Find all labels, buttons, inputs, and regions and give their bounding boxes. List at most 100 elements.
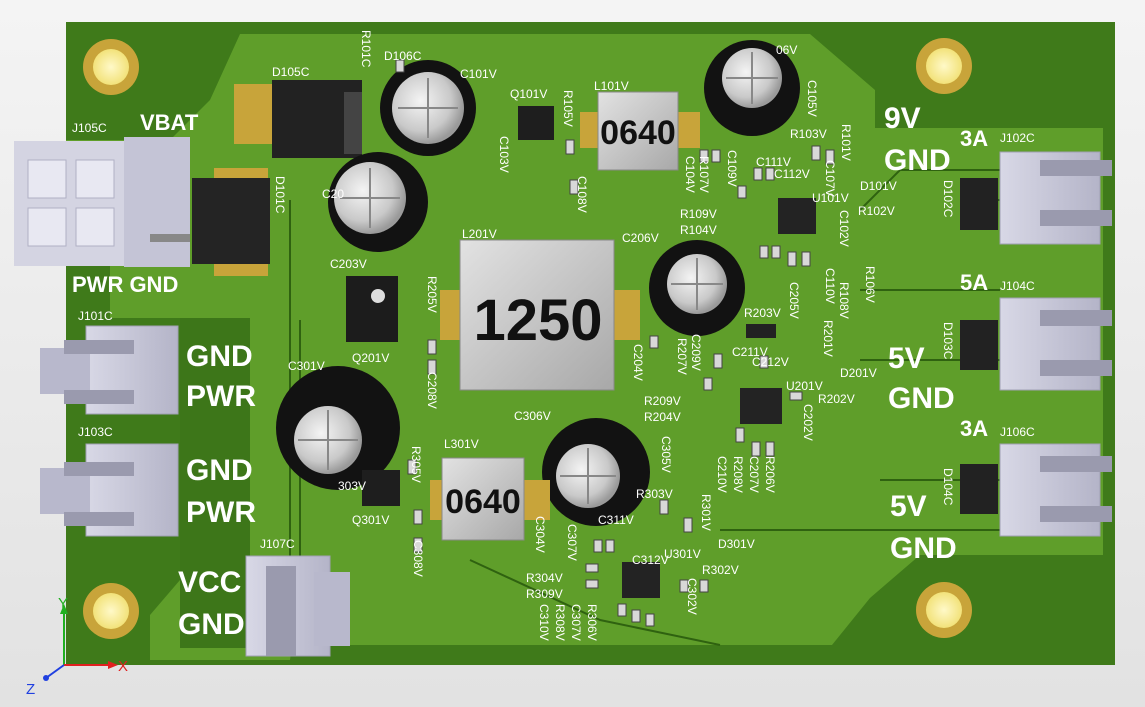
refdes-r101v: R101V [839, 124, 853, 161]
refdes-c211v: C211V [732, 345, 768, 359]
refdes-labels-vertical: R101C R105V C105V R101V D101C C103V C108… [273, 30, 955, 641]
y-axis-label: Y [58, 595, 68, 612]
label-out2-v: 5V [888, 342, 925, 375]
label-pwr-gnd: PWR GND [72, 272, 178, 297]
inductor-l101v: 0640 [580, 91, 700, 171]
label-vbat: VBAT [140, 110, 199, 135]
connector-j101c [40, 325, 179, 415]
refdes-c109v: C109V [725, 150, 739, 187]
refdes-d105c: D105C [272, 65, 310, 79]
refdes-d106c: D106C [384, 49, 422, 63]
refdes-r203v: R203V [744, 306, 781, 320]
refdes-c310v: C310V [537, 604, 551, 641]
refdes-c305v: C305V [659, 436, 673, 473]
refdes-r206v: R206V [763, 456, 777, 493]
refdes-c212v: C212V [752, 355, 789, 369]
capacitor-c106v [704, 40, 800, 136]
refdes-c208v: C208V [425, 372, 439, 409]
refdes-r201v: R201V [821, 320, 835, 357]
refdes-d301v: D301V [718, 537, 755, 551]
refdes-c206v: C206V [622, 231, 659, 245]
refdes-c202v: C202V [801, 404, 815, 441]
refdes-r209v: R209V [644, 394, 681, 408]
mosfet-q301v [362, 470, 400, 506]
refdes-c308v: C308V [411, 540, 425, 577]
inductor-l201v: 1250 [440, 239, 640, 391]
refdes-c204v: C204V [631, 344, 645, 381]
refdes-r107v: R107V [697, 156, 711, 193]
refdes-c101v: C101V [460, 67, 497, 81]
refdes-c107v: C107V [823, 160, 837, 197]
ic-u101v [778, 198, 816, 234]
ic-u301v [622, 562, 660, 598]
inductor-l301v: 0640 [430, 457, 550, 541]
refdes-c201v: C20 [322, 187, 344, 201]
label-left-gnd-1: GND [186, 340, 253, 373]
mounting-hole-tr [916, 38, 972, 94]
refdes-r103v: R103V [790, 127, 827, 141]
refdes-r204v: R204V [644, 410, 681, 424]
inductor-l201v-marking: 1250 [473, 288, 602, 353]
label-out1-gnd: GND [884, 144, 951, 177]
refdes-c203v: C203V [330, 257, 367, 271]
label-left-pwr-2: PWR [186, 496, 256, 529]
refdes-c104v: C104V [683, 156, 697, 193]
z-axis-line [45, 664, 65, 679]
refdes-c210v: C210V [715, 456, 729, 493]
refdes-r202v: R202V [818, 392, 855, 406]
label-out2-a: 5A [960, 270, 988, 295]
refdes-r102v: R102V [858, 204, 895, 218]
diode-d105c [234, 80, 362, 158]
refdes-c112v: C112V [774, 167, 810, 181]
label-out1-a: 3A [960, 126, 988, 151]
refdes-d103c: D103C [941, 322, 955, 360]
refdes-c111v: C111V [756, 155, 791, 169]
refdes-r306v: R306V [585, 604, 599, 641]
refdes-j105c: J105C [72, 121, 107, 135]
label-out1-v: 9V [884, 102, 921, 135]
refdes-r101c: R101C [359, 30, 373, 68]
capacitor-c301v [276, 366, 400, 490]
label-vcc-gnd: GND [178, 608, 245, 641]
refdes-l201v: L201V [462, 227, 497, 241]
refdes-c102v: C102V [837, 210, 851, 247]
refdes-c110v: C110V [823, 268, 837, 304]
power-labels: VBAT PWR GND GND PWR GND PWR VCC GND 9V … [72, 102, 988, 641]
refdes-c307v: C307V [565, 524, 579, 561]
connector-j106c [999, 443, 1112, 537]
mosfet-q101v [518, 106, 554, 140]
refdes-c209v: C209V [689, 334, 703, 371]
refdes-l301v: L301V [444, 437, 479, 451]
refdes-d101v: D101V [860, 179, 897, 193]
refdes-labels: J105C D105C D106C C101V Q101V L101V 06V … [72, 43, 1035, 601]
diode-d104c [960, 464, 998, 514]
refdes-r309v: R309V [526, 587, 563, 601]
refdes-r205v: R205V [425, 276, 439, 313]
refdes-c205v: C205V [787, 282, 801, 319]
z-axis-label: Z [26, 681, 35, 698]
refdes-d201v: D201V [840, 366, 877, 380]
refdes-r303v: R303V [636, 487, 673, 501]
label-left-pwr-1: PWR [186, 380, 256, 413]
mosfet-q201v [346, 276, 398, 342]
refdes-c312v: C312V [632, 553, 669, 567]
refdes-c105v: C105V [805, 80, 819, 117]
resistor-r203v [746, 324, 776, 338]
label-left-gnd-2: GND [186, 454, 253, 487]
refdes-j101c: J101C [78, 309, 113, 323]
refdes-r305v: R305V [409, 446, 423, 483]
refdes-d104c: D104C [941, 468, 955, 506]
inductor-l301v-marking: 0640 [445, 483, 521, 521]
refdes-c304v: C304V [533, 516, 547, 553]
refdes-u301v: U301V [664, 547, 701, 561]
inductor-l101v-marking: 0640 [600, 114, 676, 152]
refdes-q201v: Q201V [352, 351, 389, 365]
refdes-c306v: C306V [514, 409, 551, 423]
label-out3-v: 5V [890, 490, 927, 523]
mounting-hole-br [916, 582, 972, 638]
label-out3-gnd: GND [890, 532, 957, 565]
refdes-c207v: C207V [747, 456, 761, 493]
connector-j105c [14, 137, 190, 267]
axis-triad: Y X Z [26, 595, 128, 698]
diode-d103c [960, 320, 998, 370]
